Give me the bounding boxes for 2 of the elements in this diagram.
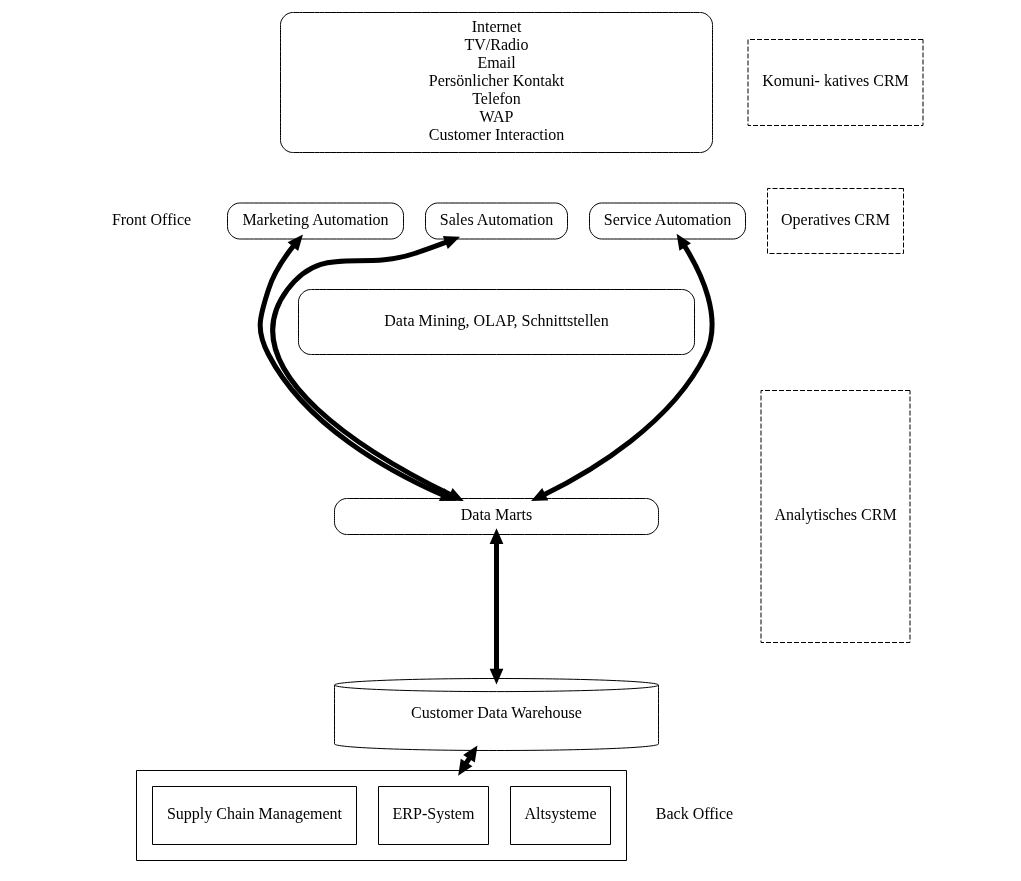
label: Back Office — [655, 805, 734, 823]
label: Front Office — [111, 210, 192, 228]
